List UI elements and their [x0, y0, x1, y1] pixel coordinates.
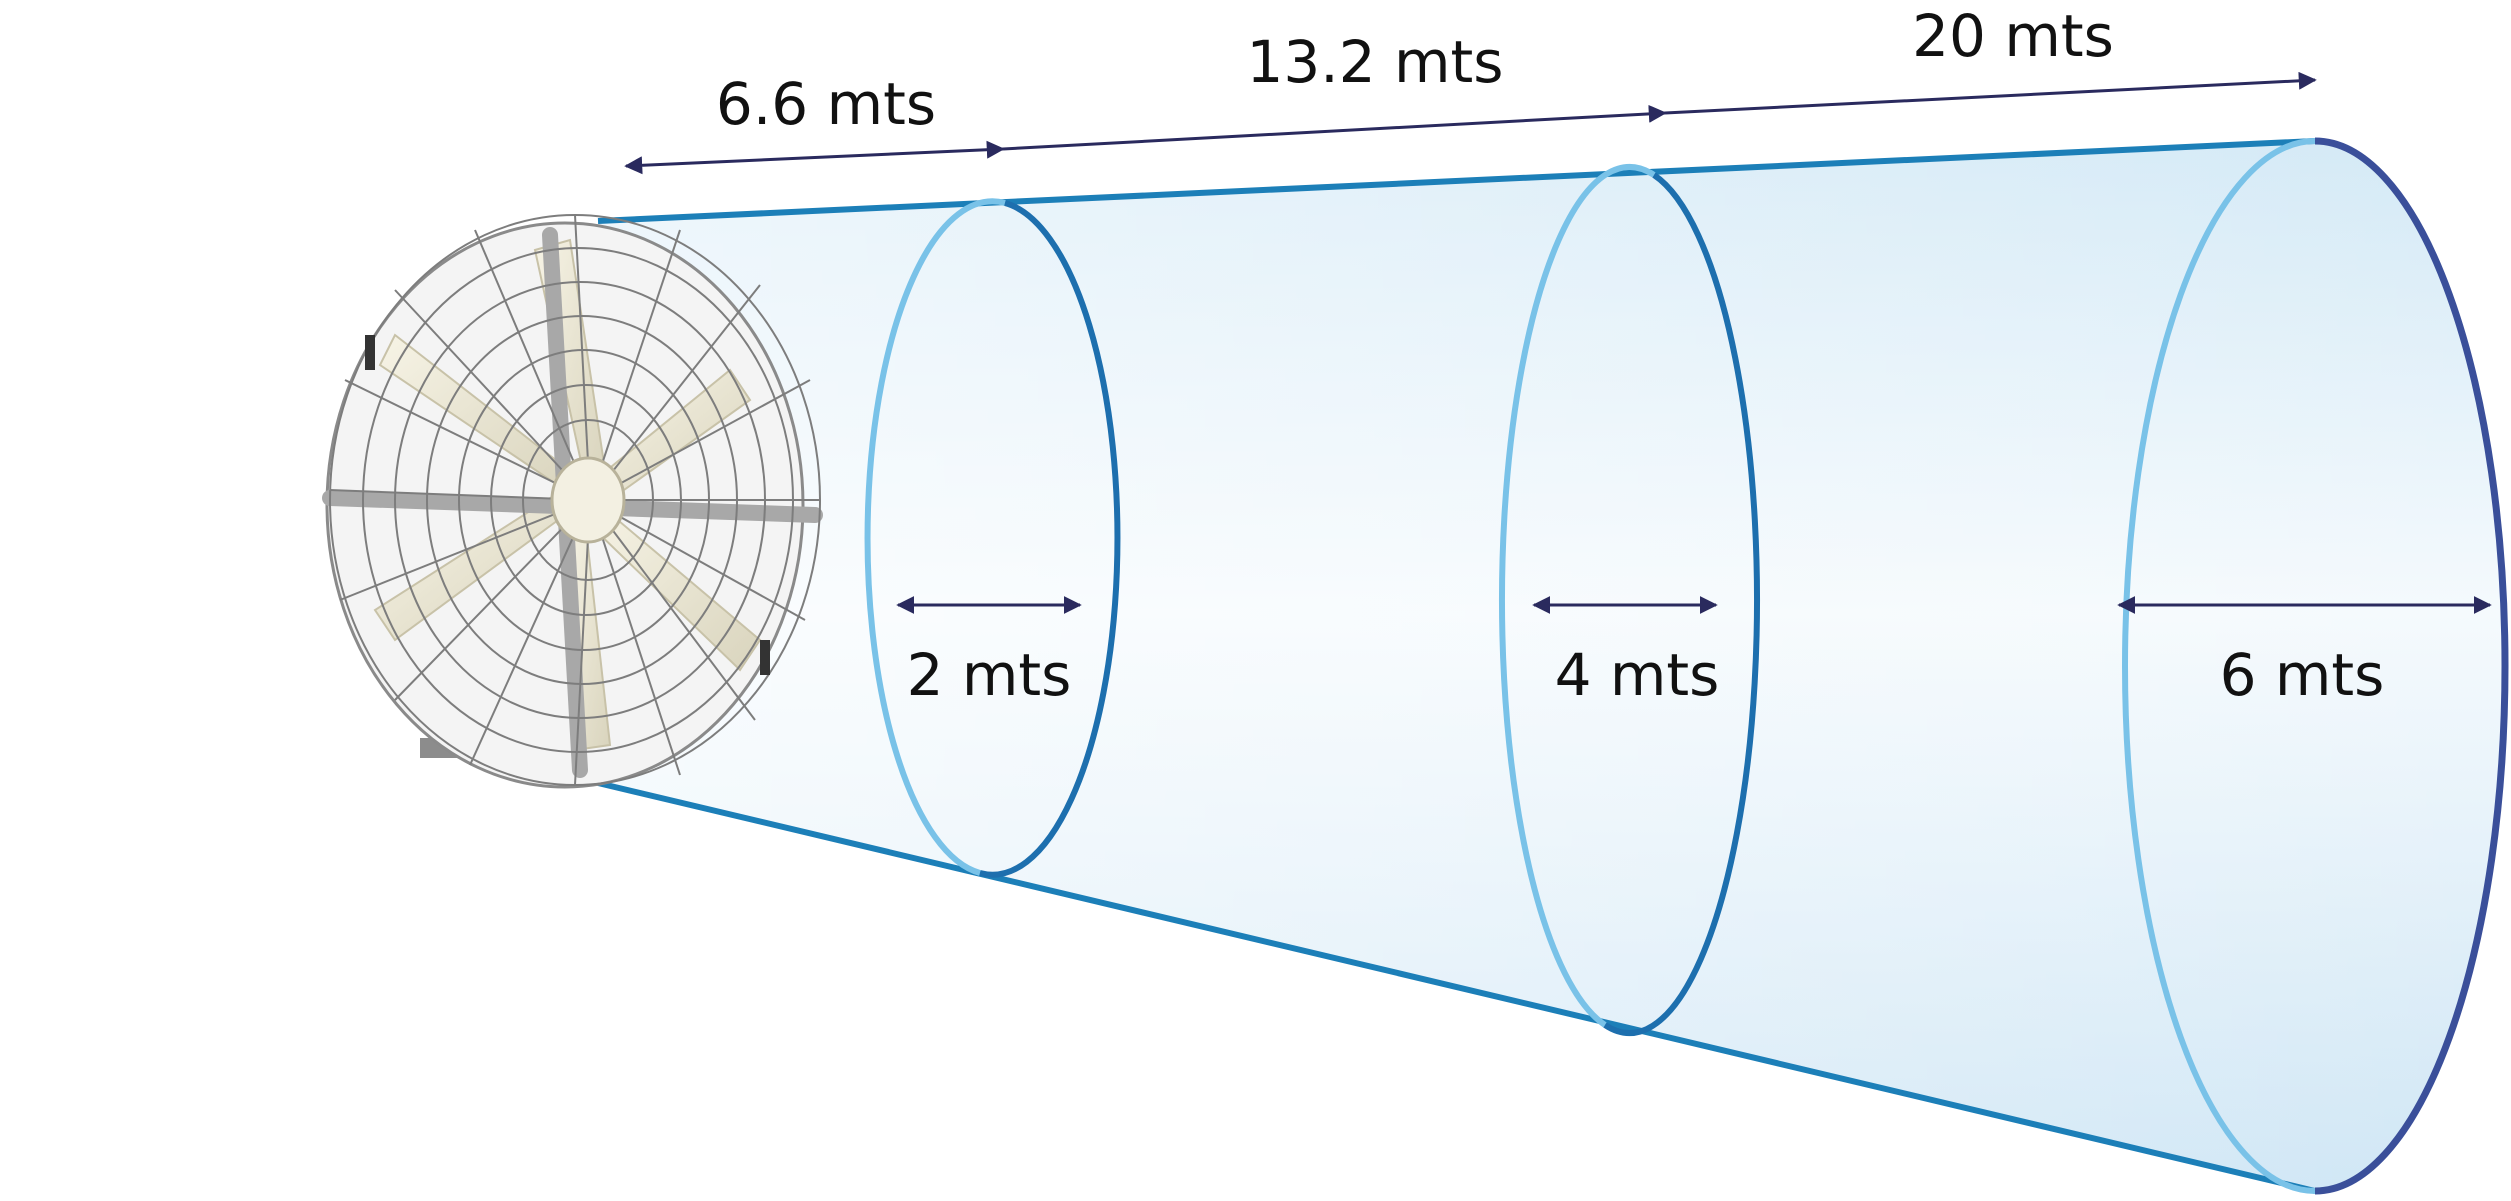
- cone-bottom-edge: [597, 780, 2316, 1194]
- airflow-cone: [597, 138, 2505, 1194]
- ring-6m: [2122, 137, 2509, 1195]
- ring-4m: [1498, 163, 1761, 1037]
- industrial-fan-icon: [322, 214, 823, 789]
- diameter-markers: 2 mts 4 mts 6 mts: [896, 596, 2492, 709]
- distance-label-20: 20 mts: [1912, 2, 2114, 70]
- diameter-label-4m: 4 mts: [1555, 641, 1720, 709]
- diameter-label-6m: 6 mts: [2220, 641, 2385, 709]
- distance-label-6-6: 6.6 mts: [716, 70, 936, 138]
- cone-top-edge: [597, 138, 2316, 224]
- distance-axis: 6.6 mts 13.2 mts 20 mts: [624, 2, 2317, 175]
- distance-arrow-6-6: [624, 140, 1005, 175]
- ring-2m: [864, 198, 1121, 878]
- distance-label-13-2: 13.2 mts: [1246, 28, 1503, 96]
- distance-arrow-20: [1664, 71, 2317, 115]
- diameter-label-2m: 2 mts: [907, 641, 1072, 709]
- distance-arrow-13-2: [1002, 104, 1667, 151]
